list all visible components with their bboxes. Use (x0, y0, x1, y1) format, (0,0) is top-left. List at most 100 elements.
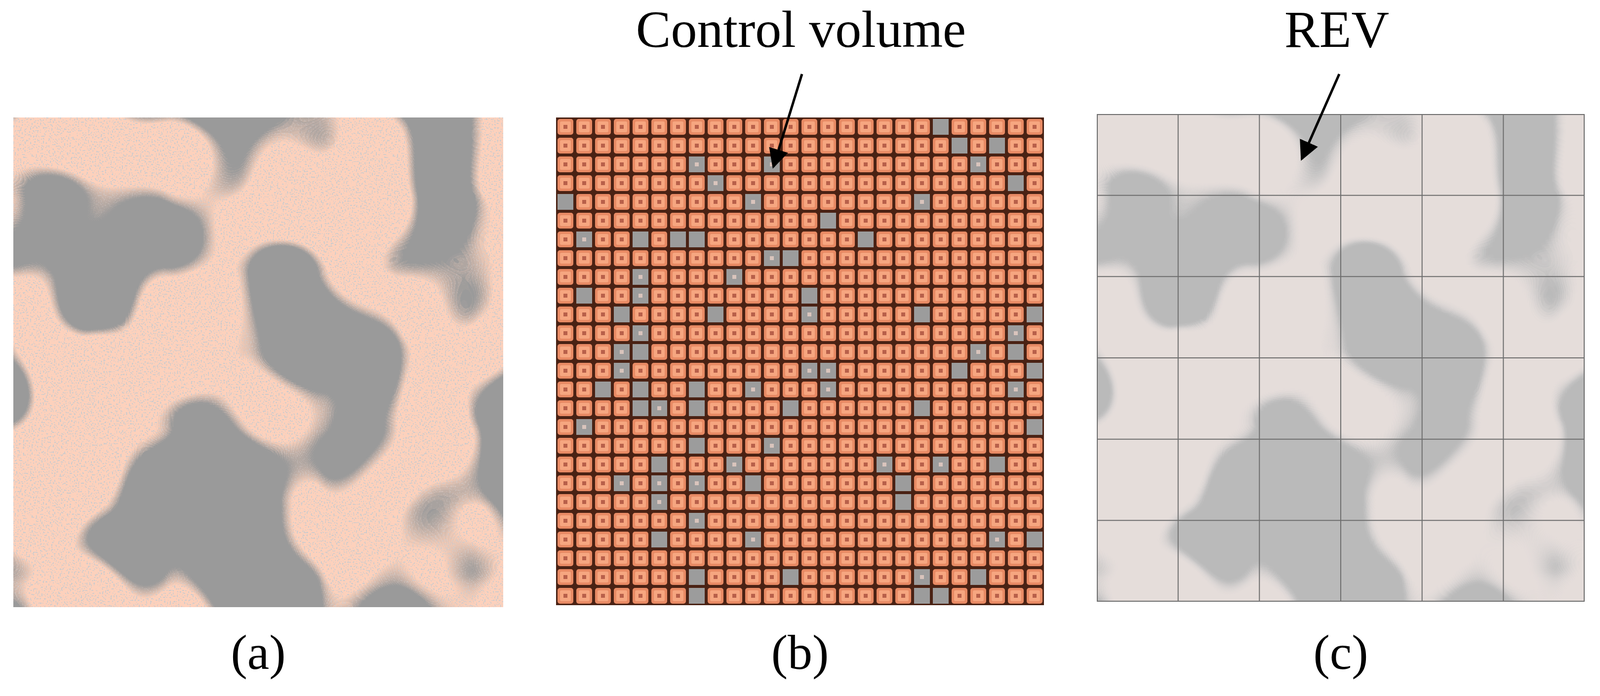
gray-cell (763, 156, 780, 173)
gray-cell (688, 513, 705, 529)
gray-cell (632, 231, 649, 248)
gray-cell (951, 362, 968, 379)
cell-dot (751, 537, 756, 542)
gray-cell (707, 306, 724, 323)
gray-cell (820, 362, 837, 379)
gray-cell (1007, 381, 1024, 398)
cell-dot (1013, 387, 1018, 392)
gray-cell (1007, 325, 1024, 342)
gray-cell (932, 588, 949, 604)
gray-cell (763, 250, 780, 267)
cell-dot (732, 275, 737, 280)
gray-cell (989, 137, 1005, 154)
gray-cell (726, 269, 743, 285)
gray-cell (688, 475, 705, 492)
gray-cell (801, 287, 818, 304)
gray-cell (895, 494, 912, 511)
cell-dot (638, 293, 643, 298)
callout-label: Control volume (636, 3, 966, 56)
gray-cell (876, 456, 893, 473)
cell-dot (582, 237, 587, 242)
gray-cell (688, 156, 705, 173)
gray-cell (632, 400, 649, 417)
cell-dot (638, 275, 643, 280)
cell-dot (1013, 331, 1018, 336)
cell-dot (638, 331, 643, 336)
gray-cell (895, 475, 912, 492)
gray-cell (745, 475, 761, 492)
gray-cell (820, 381, 837, 398)
gray-cell (970, 344, 987, 360)
gray-cell (970, 569, 987, 586)
gray-cell (688, 588, 705, 604)
gray-cell (557, 194, 574, 210)
cell-dot (657, 406, 662, 411)
cell-dot (995, 537, 1000, 542)
gray-cell (613, 344, 630, 360)
microstructure-panel (13, 117, 504, 608)
cell-dot (807, 368, 812, 373)
gray-cell (632, 269, 649, 285)
cell-dot (732, 462, 737, 467)
cell-dot (882, 462, 887, 467)
gray-cell (745, 194, 761, 210)
gray-cell (613, 306, 630, 323)
gray-cell (914, 569, 930, 586)
cell-dot (826, 368, 831, 373)
gray-cell (595, 381, 611, 398)
gray-cell (801, 362, 818, 379)
gray-cell (801, 306, 818, 323)
gray-cell (970, 156, 987, 173)
gray-cell (670, 231, 686, 248)
gray-cell (651, 494, 668, 511)
rev-grid-panel (1096, 114, 1585, 602)
gray-cell (576, 287, 593, 304)
gray-cell (651, 456, 668, 473)
gray-cell (651, 531, 668, 548)
gray-cell (857, 231, 874, 248)
cell-dot (582, 425, 587, 430)
cell-dot (657, 481, 662, 486)
cell-dot (769, 256, 774, 261)
gray-cell (914, 588, 930, 604)
cell-dot (713, 181, 718, 186)
cell-dot (826, 387, 831, 392)
gray-cell (576, 231, 593, 248)
gray-cell (1007, 175, 1024, 192)
gray-cell (688, 400, 705, 417)
cell-dot (694, 481, 699, 486)
gray-cell (782, 400, 799, 417)
gray-cell (1026, 306, 1043, 323)
cell-dot (920, 200, 924, 204)
gray-cell (932, 456, 949, 473)
cell-dot (769, 443, 774, 448)
panel-caption: (c) (1313, 628, 1369, 678)
gray-cell (1007, 344, 1024, 360)
cell-dot (751, 387, 756, 392)
gray-cell (914, 306, 930, 323)
gray-cell (1026, 531, 1043, 548)
gray-cell (951, 137, 968, 154)
panel-caption: (a) (231, 628, 286, 678)
gray-cell (726, 456, 743, 473)
gray-cell (820, 212, 837, 229)
gray-cell (763, 438, 780, 454)
gray-cell (782, 569, 799, 586)
gray-cell (632, 287, 649, 304)
gray-cell (688, 569, 705, 586)
cell-dot (619, 368, 624, 373)
gray-cell (651, 400, 668, 417)
gray-cell (745, 531, 761, 548)
cell-dot (619, 481, 624, 486)
control-volume-grid (556, 117, 1044, 606)
cell-dot (751, 200, 756, 204)
gray-cell (688, 231, 705, 248)
gray-cell (651, 475, 668, 492)
gray-cell (989, 531, 1005, 548)
panel-caption: (b) (771, 628, 830, 678)
cell-dot (694, 519, 699, 523)
gray-cell (989, 456, 1005, 473)
cell-dot (976, 162, 981, 167)
gray-cell (688, 381, 705, 398)
